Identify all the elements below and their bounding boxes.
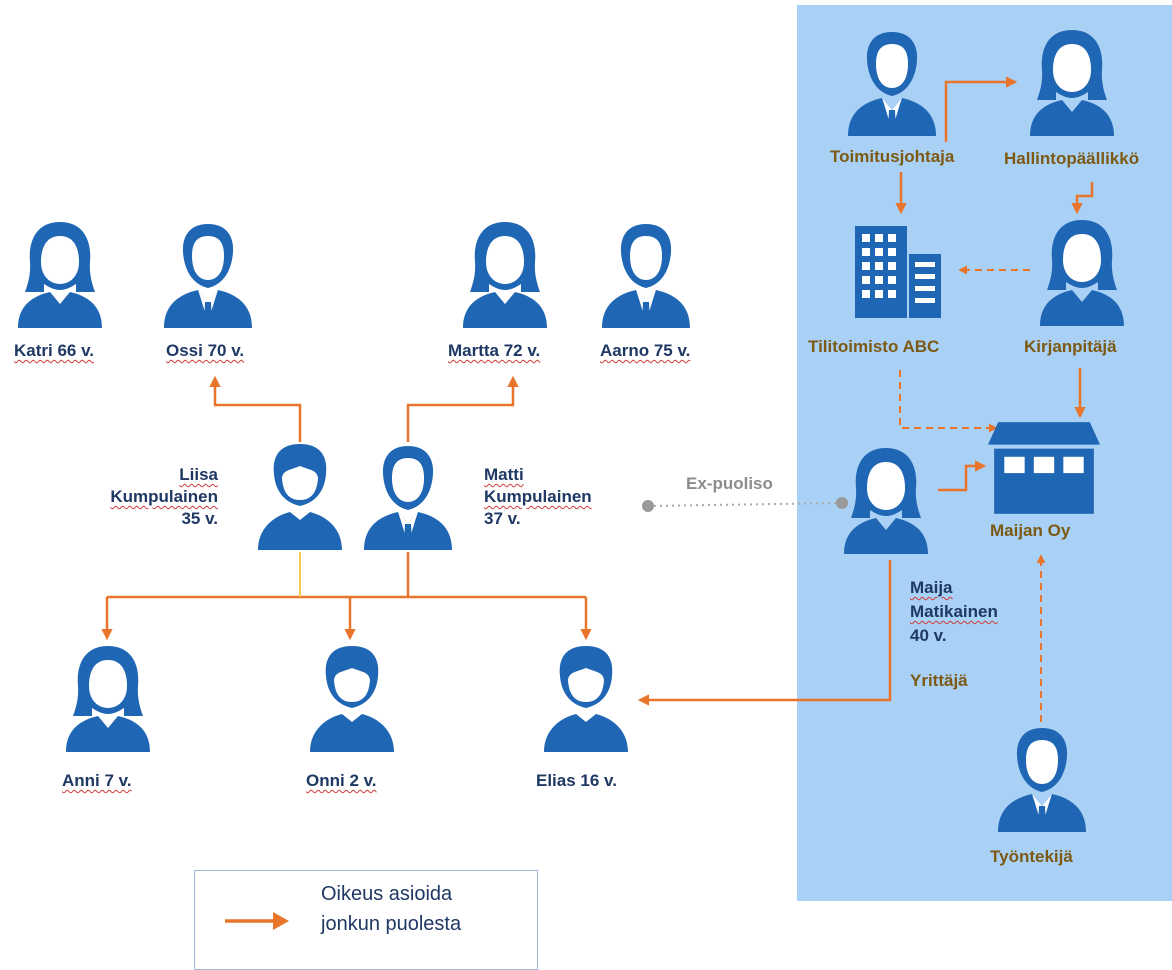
accounting-firm-label: Tilitoimisto ABC [808,337,940,356]
legend-line-2: jonkun puolesta [321,913,462,935]
aarno-label: Aarno 75 v. [600,340,690,362]
maija-icon [844,448,928,554]
accounting-firm-icon [855,226,941,318]
company-panel [797,5,1172,901]
legend-line-1: Oikeus asioida [321,883,453,905]
ex-spouse-label: Ex-puoliso [686,474,773,493]
legend-box [194,870,538,970]
maija-first-name: Maija [910,578,953,597]
maija-last-name: Matikainen [910,602,998,621]
ossi-label: Ossi 70 v. [166,340,244,362]
anni-label: Anni 7 v. [62,770,132,792]
anni-name: Anni 7 v. [62,771,132,790]
diagram-icons [18,30,1124,832]
bookkeeper-icon [1040,220,1124,326]
matti-icon [364,446,452,550]
maija-label: Maija Matikainen 40 v. [910,576,998,648]
connector-lines [101,76,1094,722]
bookkeeper-label: Kirjanpitäjä [1024,337,1117,356]
admin-manager-label: Hallintopäällikkö [1004,149,1140,168]
onni-label: Onni 2 v. [306,770,377,792]
maija-role-label: Yrittäjä [910,671,968,690]
matti-age: 37 v. [484,509,521,528]
admin-manager-icon [1030,30,1114,136]
liisa-age: 35 v. [181,509,218,528]
legend-text: Oikeus asioida jonkun puolesta [321,879,461,939]
elias-icon [544,646,628,752]
elias-label: Elias 16 v. [536,770,617,792]
matti-first-name: Matti [484,465,524,484]
liisa-icon [258,444,342,550]
onni-icon [310,646,394,752]
martta-icon [463,222,547,328]
liisa-last-name: Kumpulainen [110,487,218,506]
ceo-icon [848,32,936,136]
liisa-label: Liisa Kumpulainen 35 v. [60,464,218,530]
martta-name: Martta 72 v. [448,341,541,360]
firm-icon [988,422,1100,514]
anni-icon [66,646,150,752]
liisa-first-name: Liisa [179,465,218,484]
aarno-icon [602,224,690,328]
maija-age: 40 v. [910,626,947,645]
matti-label: Matti Kumpulainen 37 v. [484,464,592,530]
firm-label: Maijan Oy [990,521,1071,540]
martta-label: Martta 72 v. [448,340,540,362]
katri-label: Katri 66 v. [14,340,94,362]
employee-label: Työntekijä [990,847,1073,866]
matti-last-name: Kumpulainen [484,487,592,506]
katri-icon [18,222,102,328]
employee-icon [998,728,1086,832]
elias-name: Elias 16 v. [536,771,617,790]
ossi-name: Ossi 70 v. [166,341,245,360]
aarno-name: Aarno 75 v. [600,341,691,360]
onni-name: Onni 2 v. [306,771,377,790]
ceo-label: Toimitusjohtaja [830,147,955,166]
legend-arrow-icon [225,912,289,930]
katri-name: Katri 66 v. [14,341,95,360]
ossi-icon [164,224,252,328]
